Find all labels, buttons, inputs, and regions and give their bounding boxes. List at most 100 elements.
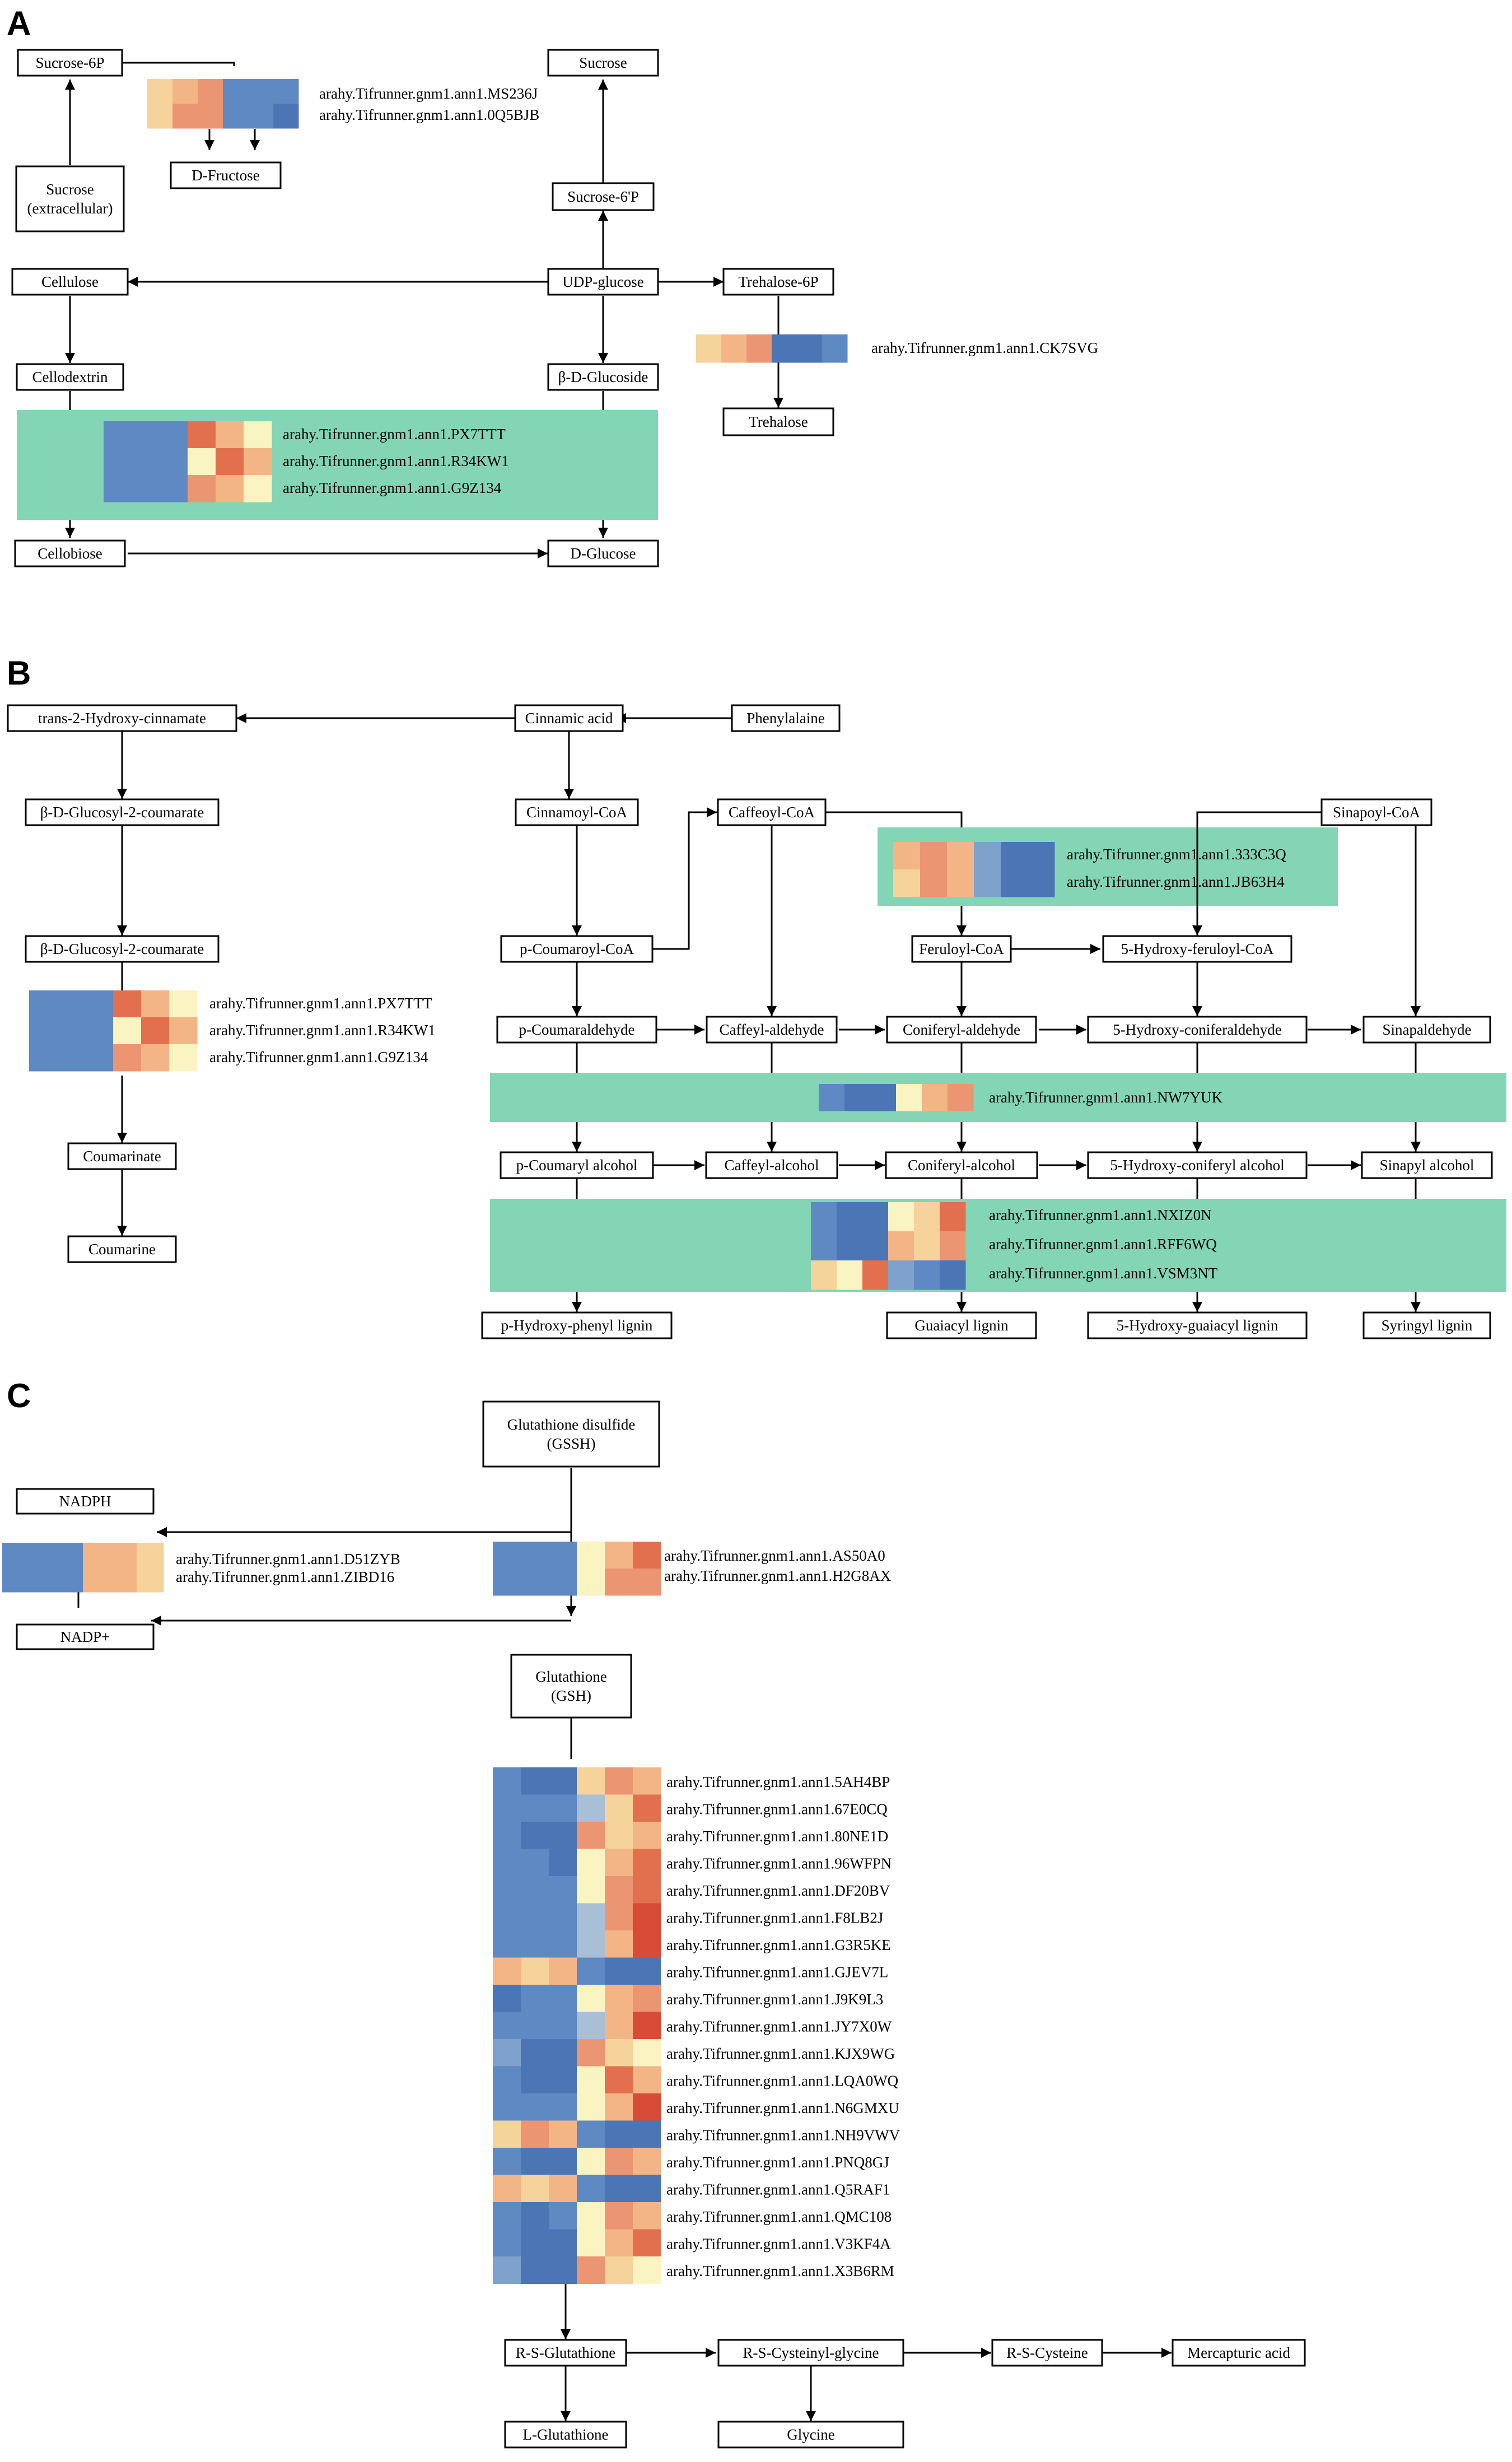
node-label: β-D-Glucosyl-2-coumarate bbox=[40, 804, 204, 821]
heatmap-cell bbox=[822, 334, 848, 363]
heatmap-cell bbox=[577, 1569, 605, 1596]
node-label: Sucrose bbox=[46, 181, 94, 198]
heatmap-cell bbox=[549, 1957, 577, 1985]
gene-label: arahy.Tifrunner.gnm1.ann1.80NE1D bbox=[666, 1828, 888, 1845]
node-label: D-Fructose bbox=[192, 167, 259, 184]
heatmap-cell bbox=[549, 1569, 577, 1596]
heatmap-cell bbox=[521, 1822, 549, 1849]
gene-label: arahy.Tifrunner.gnm1.ann1.NW7YUK bbox=[989, 1089, 1223, 1106]
heatmap-cell bbox=[721, 334, 747, 363]
gene-label: arahy.Tifrunner.gnm1.ann1.V3KF4A bbox=[666, 2236, 891, 2252]
panel-label-a: A bbox=[7, 4, 31, 42]
heatmap-c-nadph: arahy.Tifrunner.gnm1.ann1.D51ZYBarahy.Ti… bbox=[2, 1543, 400, 1593]
heatmap-cell bbox=[605, 1903, 633, 1931]
heatmap-cell bbox=[633, 2039, 661, 2067]
gene-label: arahy.Tifrunner.gnm1.ann1.PX7TTT bbox=[209, 995, 432, 1012]
node-label: Coniferyl-aldehyde bbox=[903, 1021, 1020, 1038]
heatmap-cell bbox=[940, 1202, 966, 1232]
node-a-cellulose: Cellulose bbox=[11, 268, 129, 296]
gene-label: arahy.Tifrunner.gnm1.ann1.F8LB2J bbox=[666, 1910, 883, 1926]
heatmap-cell bbox=[633, 2256, 661, 2284]
heatmaps-layer: arahy.Tifrunner.gnm1.ann1.MS236Jarahy.Ti… bbox=[2, 79, 1286, 2284]
node-label: R-S-Glutathione bbox=[516, 2344, 615, 2361]
heatmap-cell bbox=[605, 2229, 633, 2257]
edges-panel-a bbox=[65, 60, 783, 559]
node-label: 5-Hydroxy-coniferaldehyde bbox=[1113, 1021, 1281, 1038]
heatmap-cell bbox=[577, 1903, 605, 1931]
node-a-b-d-glucoside: β-D-Glucoside bbox=[547, 363, 659, 391]
heatmap-cell bbox=[862, 1231, 889, 1261]
heatmap-cell bbox=[811, 1260, 837, 1290]
node-b-hydroxy-guaiacyl-lignin: 5-Hydroxy-guaiacyl lignin bbox=[1087, 1311, 1308, 1339]
node-label: p-Hydroxy-phenyl lignin bbox=[501, 1317, 653, 1334]
heatmap-cell bbox=[104, 448, 132, 476]
node-a-sucrose-ext-1: Sucrose(extracellular) bbox=[15, 165, 125, 232]
heatmap-cell bbox=[888, 1231, 914, 1261]
heatmap-cell bbox=[244, 448, 272, 476]
heatmap-cell bbox=[633, 1957, 661, 1985]
heatmap-cell bbox=[493, 2148, 521, 2175]
heatmap-cell bbox=[132, 448, 160, 476]
node-label: 5-Hydroxy-guaiacyl lignin bbox=[1117, 1317, 1278, 1334]
heatmap-cell bbox=[605, 1930, 633, 1958]
heatmap-cell bbox=[521, 2093, 549, 2121]
node-a-cellobiose: Cellobiose bbox=[14, 539, 126, 567]
heatmap-cell bbox=[605, 2120, 633, 2148]
heatmap-a-sucrose: arahy.Tifrunner.gnm1.ann1.MS236Jarahy.Ti… bbox=[147, 79, 539, 129]
gene-label: arahy.Tifrunner.gnm1.ann1.GJEV7L bbox=[666, 1964, 888, 1981]
heatmap-cell bbox=[110, 1567, 137, 1593]
heatmap-cell bbox=[521, 2012, 549, 2040]
heatmap-cell bbox=[633, 1794, 661, 1822]
heatmap-cell bbox=[132, 475, 160, 502]
heatmap-cell bbox=[549, 2120, 577, 2148]
node-a-sucrose: Sucrose bbox=[547, 49, 659, 77]
heatmap-cell bbox=[633, 1849, 661, 1877]
gene-label: arahy.Tifrunner.gnm1.ann1.LQA0WQ bbox=[666, 2073, 899, 2089]
heatmap-cell bbox=[577, 1767, 605, 1795]
heatmap-cell bbox=[521, 1930, 549, 1958]
heatmap-cell bbox=[132, 421, 160, 449]
heatmap-cell bbox=[521, 1767, 549, 1795]
node-a-trehalose: Trehalose bbox=[722, 407, 834, 436]
heatmap-cell bbox=[947, 842, 974, 870]
heatmap-cell bbox=[870, 1084, 897, 1111]
heatmap-cell bbox=[493, 2012, 521, 2040]
heatmap-cell bbox=[605, 1849, 633, 1877]
node-label: p-Coumaroyl-CoA bbox=[520, 941, 634, 957]
heatmap-cell bbox=[696, 334, 722, 363]
heatmap-cell bbox=[521, 1985, 549, 2012]
heatmap-cell bbox=[844, 1084, 871, 1111]
node-label: Syringyl lignin bbox=[1382, 1317, 1473, 1334]
node-b-p-coumaryl-alcohol: p-Coumaryl alcohol bbox=[500, 1151, 654, 1179]
heatmap-cell bbox=[947, 869, 974, 897]
heatmap-cell bbox=[1028, 842, 1055, 870]
heatmap-cell bbox=[521, 2256, 549, 2284]
heatmap-cell bbox=[493, 1930, 521, 1958]
heatmap-cell bbox=[549, 2256, 577, 2284]
gene-label: arahy.Tifrunner.gnm1.ann1.Q5RAF1 bbox=[666, 2181, 890, 2198]
heatmap-cell bbox=[493, 1903, 521, 1931]
node-label: UDP-glucose bbox=[562, 273, 643, 290]
gene-label: arahy.Tifrunner.gnm1.ann1.RFF6WQ bbox=[989, 1236, 1217, 1253]
heatmap-cell bbox=[160, 421, 188, 449]
heatmap-cell bbox=[1001, 842, 1028, 870]
gene-label: arahy.Tifrunner.gnm1.ann1.NH9VWV bbox=[666, 2127, 900, 2144]
node-b-sinapaldehyde: Sinapaldehyde bbox=[1362, 1016, 1491, 1044]
heatmap-cell bbox=[577, 2148, 605, 2175]
heatmap-cell bbox=[141, 1044, 170, 1072]
node-label: Sinapyl alcohol bbox=[1380, 1157, 1474, 1174]
node-label: D-Glucose bbox=[571, 545, 636, 562]
heatmap-cell bbox=[549, 2202, 577, 2230]
node-label: Mercapturic acid bbox=[1187, 2344, 1290, 2361]
heatmap-cell bbox=[188, 421, 216, 449]
heatmap-cell bbox=[577, 2012, 605, 2040]
node-b-sinapoyl-coa: Sinapoyl-CoA bbox=[1320, 798, 1432, 826]
node-label: Trehalose bbox=[749, 413, 808, 430]
gene-label: arahy.Tifrunner.gnm1.ann1.NXIZ0N bbox=[989, 1207, 1212, 1223]
edges-panel-c bbox=[77, 1468, 1172, 2421]
heatmap-cell bbox=[633, 2012, 661, 2040]
node-label: Trehalose-6P bbox=[738, 273, 818, 290]
node-a-cellodextrin: Cellodextrin bbox=[16, 363, 124, 391]
heatmap-cell bbox=[521, 1569, 549, 1596]
heatmap-cell bbox=[633, 1542, 661, 1569]
